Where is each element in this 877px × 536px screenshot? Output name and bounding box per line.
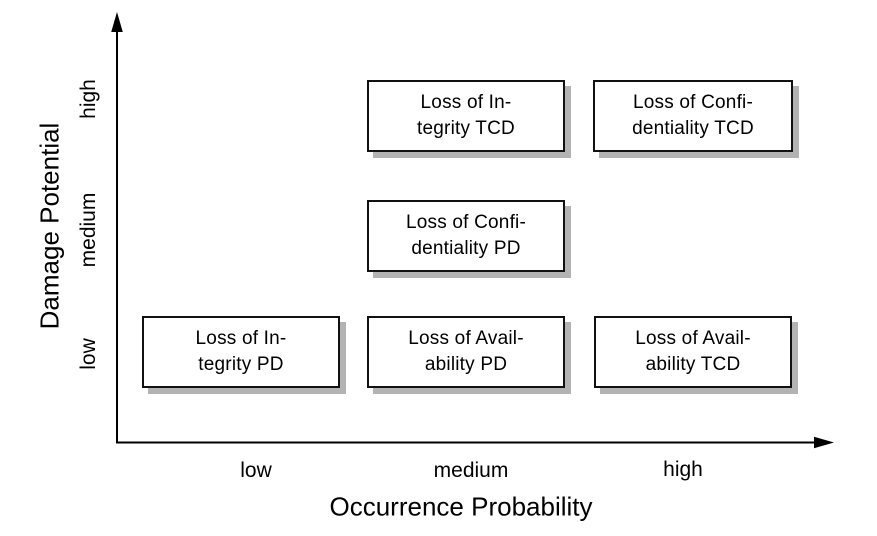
risk-box-label-line1: Loss of Avail- (635, 328, 751, 349)
risk-box-loss-of-availability-tcd: Loss of Avail- ability TCD (594, 316, 792, 388)
risk-box-label-line1: Loss of Avail- (408, 328, 524, 349)
x-axis-arrowhead (814, 436, 834, 449)
risk-box-label-line2: dentiality TCD (632, 118, 754, 139)
x-tick-medium: medium (433, 459, 509, 482)
risk-box-label-line2: ability PD (424, 354, 508, 375)
y-tick-medium: medium (77, 192, 100, 268)
risk-box-loss-of-integrity-tcd: Loss of In- tegrity TCD (367, 80, 565, 152)
x-tick-high: high (663, 458, 703, 481)
risk-box-label-line1: Loss of Confi- (632, 92, 754, 113)
risk-box-loss-of-confidentiality-pd: Loss of Confi- dentiality PD (367, 200, 565, 272)
risk-box-label-line2: ability TCD (645, 354, 741, 375)
risk-box-label-line1: Loss of In- (420, 92, 512, 113)
y-tick-low: low (77, 338, 100, 370)
y-tick-high: high (77, 79, 100, 119)
x-axis-title: Occurrence Probability (329, 491, 593, 522)
risk-box-label-line2: dentiality PD (411, 238, 521, 259)
risk-box-label-line1: Loss of In- (195, 328, 287, 349)
risk-box-label-line2: tegrity TCD (417, 118, 515, 139)
risk-box-label-line2: tegrity PD (198, 354, 284, 375)
y-axis-title: Damage Potential (34, 122, 65, 330)
risk-box-loss-of-confidentiality-tcd: Loss of Confi- dentiality TCD (593, 80, 793, 152)
y-axis-arrowhead (111, 12, 123, 32)
risk-box-label-line1: Loss of Confi- (405, 212, 527, 233)
risk-box-loss-of-availability-pd: Loss of Avail- ability PD (367, 316, 565, 388)
x-tick-low: low (240, 459, 272, 482)
risk-box-loss-of-integrity-pd: Loss of In- tegrity PD (142, 316, 340, 388)
